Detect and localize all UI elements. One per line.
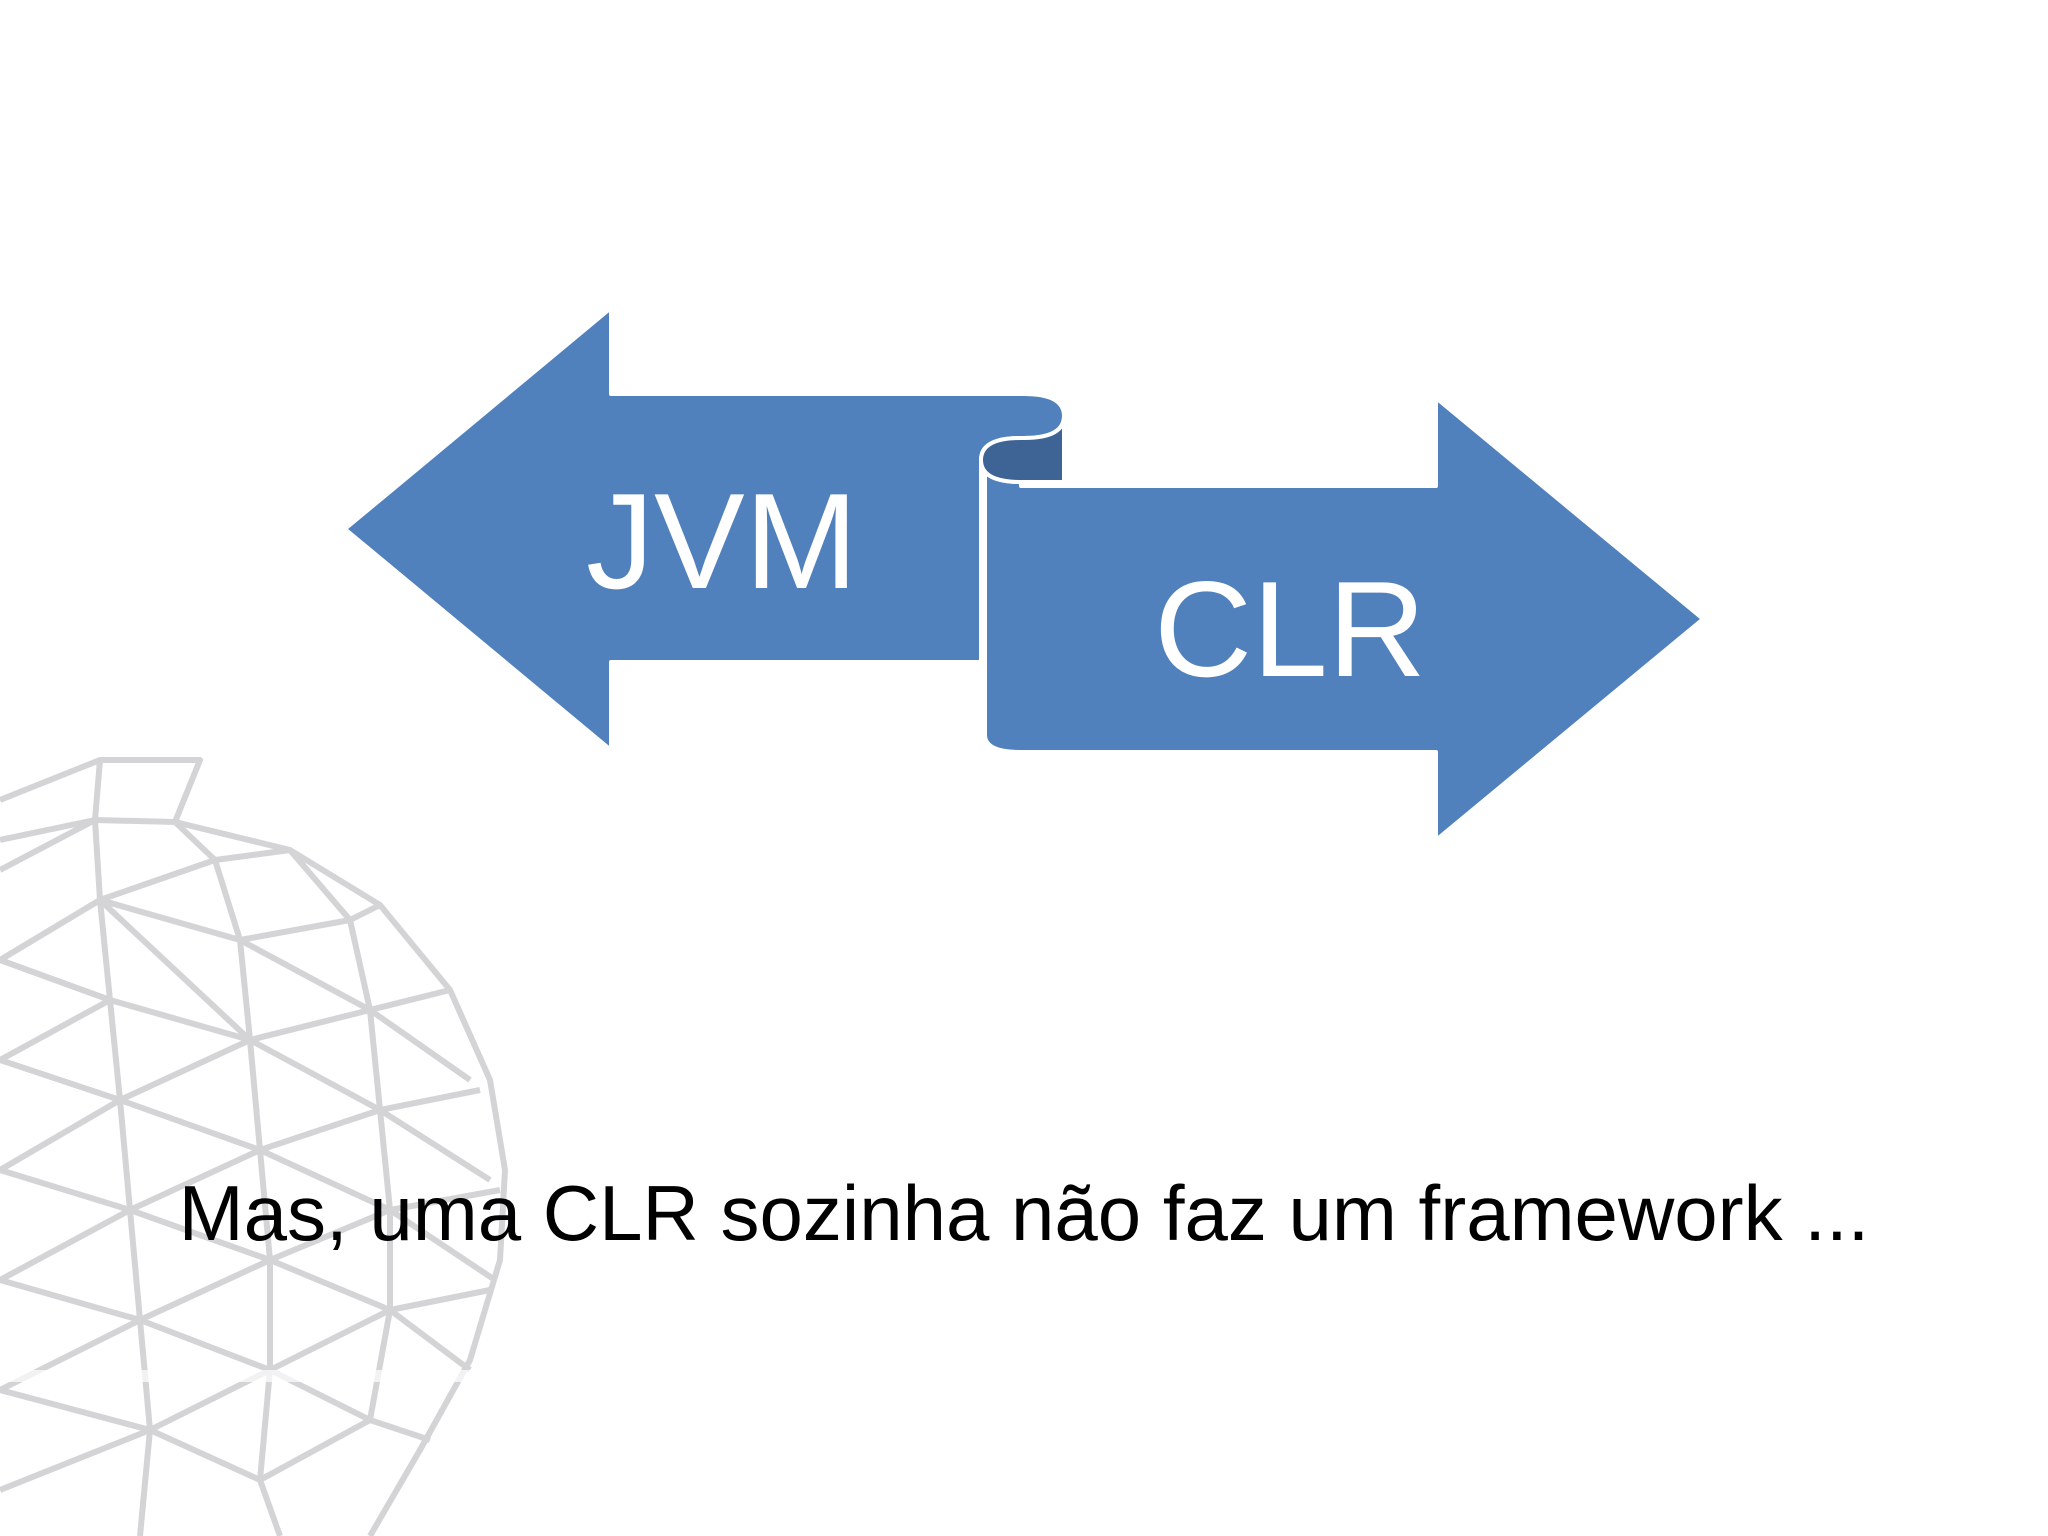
jvm-label: JVM [586, 465, 858, 617]
clr-label: CLR [1154, 553, 1426, 705]
scroll-fold-shape [979, 414, 1066, 484]
slide-caption: Mas, uma CLR sozinha não faz um framewor… [178, 1169, 1870, 1257]
